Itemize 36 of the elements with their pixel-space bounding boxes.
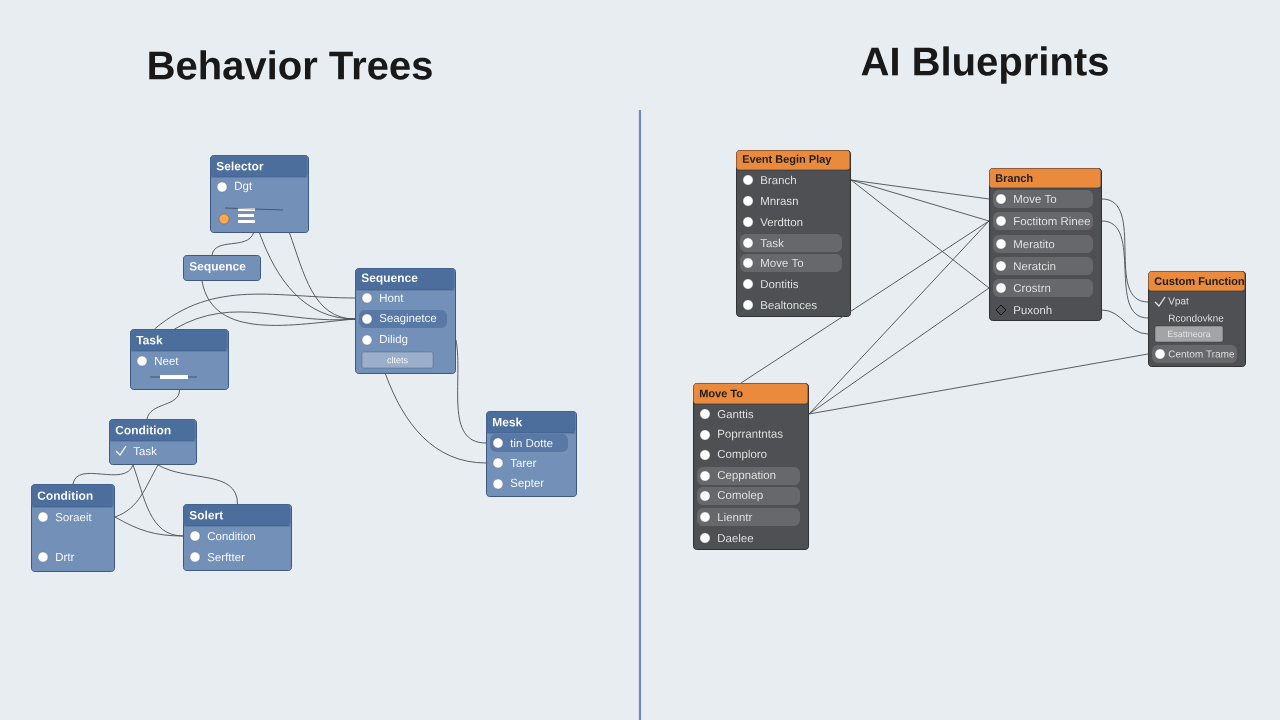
connector xyxy=(289,232,356,320)
input-field: cltets xyxy=(361,351,434,369)
node-card: Move To Ganttis Poprrantntas Comploro Ceppnation Comolep Lienntr Daelee xyxy=(693,383,809,550)
connector xyxy=(211,232,254,256)
connector xyxy=(154,293,356,330)
connector xyxy=(808,353,1149,415)
panel-title: AI Blueprints xyxy=(861,46,1108,84)
connector xyxy=(1101,220,1149,319)
connector xyxy=(1101,198,1149,303)
connector xyxy=(146,389,180,420)
panel-title: Behavior Trees xyxy=(149,50,432,80)
node-card: Sequence Hont Seaginetce Dilidg cltets xyxy=(355,268,456,374)
node-card: Branch Move To Foctitom Rinee Meratito Neratcin Crostrn Puxonh xyxy=(989,168,1102,321)
connector xyxy=(808,287,990,415)
node-card: Solert Condition Serftter xyxy=(183,504,292,571)
connector xyxy=(455,339,487,444)
node-card: Selector Dgt xyxy=(210,155,309,233)
node-card: Task Neet xyxy=(130,329,229,390)
connector xyxy=(1101,309,1149,335)
connector xyxy=(174,311,356,330)
connector xyxy=(72,464,134,485)
connector xyxy=(850,179,990,222)
node-card: Mesk tin Dotte Tarer Septer xyxy=(486,411,577,497)
node-card: Condition Soraeit Drtr xyxy=(31,484,115,572)
node-card: Sequence xyxy=(183,255,261,281)
connector xyxy=(114,464,159,518)
connector xyxy=(740,220,990,384)
connector xyxy=(808,220,990,415)
node-card: Condition Task xyxy=(109,419,197,465)
node-card: Custom Function Vpat Rcondovkne Esattneora Centom Trame xyxy=(1148,271,1246,367)
connector xyxy=(114,516,184,537)
connector xyxy=(850,179,990,289)
node-card: Event Begin Play Branch Mnrasn Verdtton Task Move To Dontitis Bealtonces xyxy=(736,150,851,317)
connector xyxy=(385,373,487,464)
input-field: Esattneora xyxy=(1154,325,1224,343)
connector xyxy=(157,464,238,505)
